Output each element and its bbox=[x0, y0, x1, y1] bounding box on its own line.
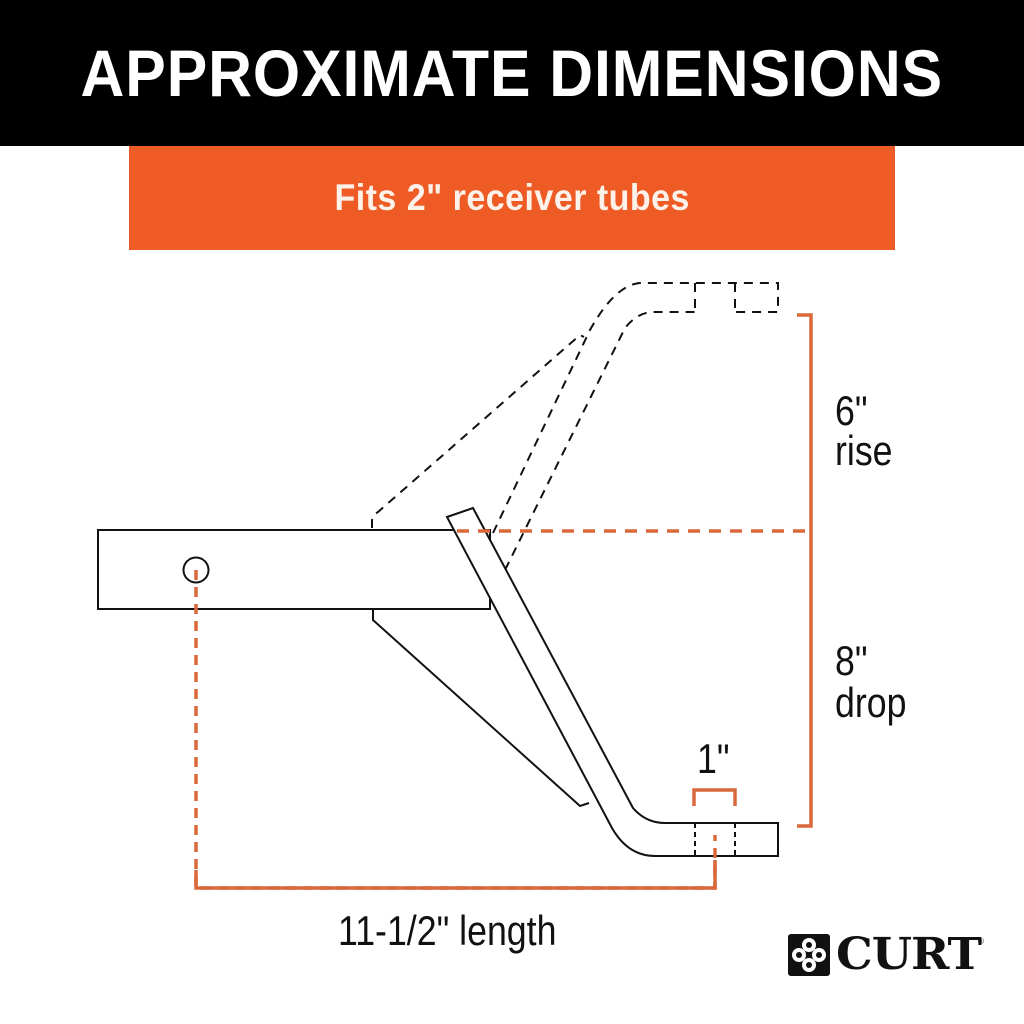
length-label: 11-1/2" length bbox=[338, 907, 557, 954]
pin-hole bbox=[182, 556, 210, 584]
header-banner: APPROXIMATE DIMENSIONS bbox=[0, 0, 1024, 146]
curt-logo: CURT ® bbox=[788, 933, 984, 977]
drop-value: 8" bbox=[835, 637, 868, 684]
receiver-shank-bar bbox=[97, 529, 491, 610]
length-dashed bbox=[194, 570, 717, 890]
drop-shank bbox=[445, 506, 779, 857]
rise-label: rise bbox=[835, 427, 893, 474]
registered-mark: ® bbox=[977, 936, 984, 946]
rise-value: 6" bbox=[835, 387, 868, 434]
dimension-lines bbox=[194, 313, 813, 890]
receiver-fit-banner: Fits 2" receiver tubes bbox=[129, 146, 895, 250]
hole-size-label: 1" bbox=[697, 735, 730, 782]
brand-name: CURT bbox=[836, 929, 982, 980]
rise-position-outline bbox=[371, 282, 779, 571]
ball-hole-outline bbox=[694, 823, 736, 856]
gusset bbox=[372, 609, 590, 808]
rise-drop-bracket bbox=[797, 313, 813, 828]
drop-label: drop bbox=[835, 679, 907, 726]
hole-bracket bbox=[692, 788, 737, 806]
curt-logo-icon bbox=[788, 934, 830, 976]
length-bracket bbox=[194, 860, 717, 890]
page-title: APPROXIMATE DIMENSIONS bbox=[80, 36, 944, 110]
receiver-fit-text: Fits 2" receiver tubes bbox=[334, 177, 690, 218]
